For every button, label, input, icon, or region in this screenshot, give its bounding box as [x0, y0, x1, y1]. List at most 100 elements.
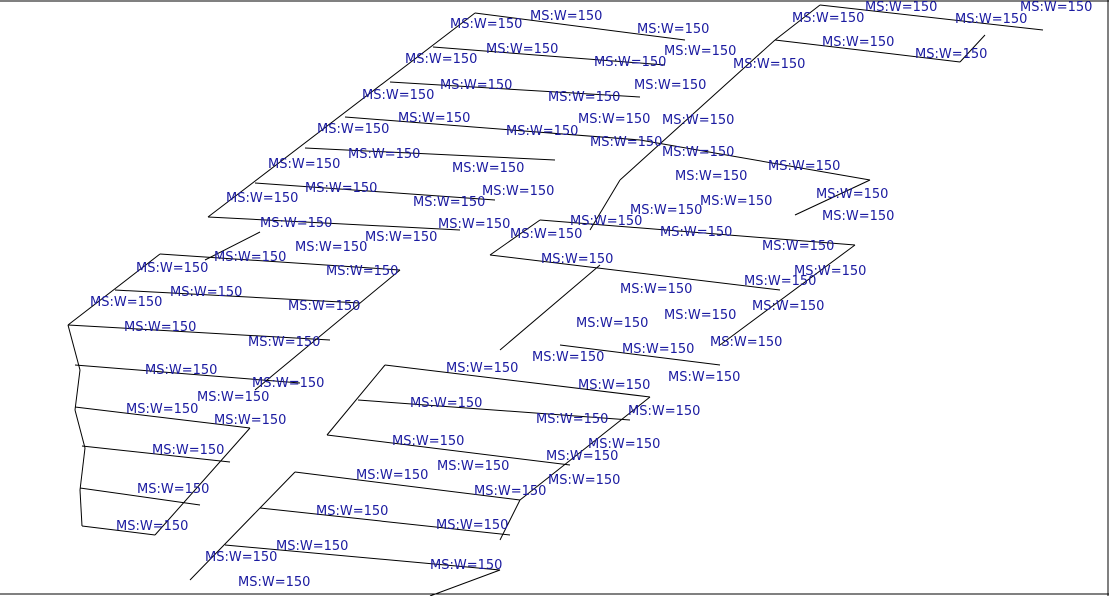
wire-segment	[474, 12, 686, 41]
weight-label: MS:W=150	[405, 52, 477, 67]
wire-segment	[159, 253, 401, 271]
wire-segment	[67, 324, 331, 341]
weight-label: MS:W=150	[578, 112, 650, 127]
wire-segment	[774, 4, 821, 41]
weight-label: MS:W=150	[675, 169, 747, 184]
weight-label: MS:W=150	[170, 285, 242, 300]
weight-label: MS:W=150	[305, 181, 377, 196]
weight-label: MS:W=150	[792, 11, 864, 26]
wire-segment	[254, 182, 496, 201]
weight-label: MS:W=150	[226, 191, 298, 206]
wire-segment	[559, 344, 721, 366]
wire-segment	[81, 525, 156, 536]
weight-label: MS:W=150	[664, 308, 736, 323]
wire-segment	[489, 254, 781, 291]
weight-label: MS:W=150	[124, 320, 196, 335]
wire-segment	[384, 364, 651, 398]
wire-segment	[959, 34, 986, 63]
weight-label: MS:W=150	[137, 482, 209, 497]
weight-label: MS:W=150	[430, 558, 502, 573]
wire-segment	[74, 364, 301, 384]
wire-segment	[294, 471, 521, 501]
wire-segment	[207, 216, 461, 231]
wire-segment	[207, 12, 476, 218]
wire-segment	[539, 219, 856, 246]
weight-label: MS:W=150	[152, 443, 224, 458]
weight-label: MS:W=150	[822, 35, 894, 50]
weight-label: MS:W=150	[668, 370, 740, 385]
weight-label: MS:W=150	[710, 335, 782, 350]
weight-label: MS:W=150	[628, 404, 700, 419]
weight-label: MS:W=150	[260, 216, 332, 231]
weight-label: MS:W=150	[744, 274, 816, 289]
weight-label: MS:W=150	[214, 250, 286, 265]
weight-label: MS:W=150	[662, 145, 734, 160]
weight-label: MS:W=150	[660, 225, 732, 240]
weight-label: MS:W=150	[326, 264, 398, 279]
weight-label: MS:W=150	[532, 350, 604, 365]
weight-label: MS:W=150	[268, 157, 340, 172]
weight-label: MS:W=150	[536, 412, 608, 427]
weight-label: MS:W=150	[252, 376, 324, 391]
wire-segment	[499, 264, 601, 351]
weight-label: MS:W=150	[398, 111, 470, 126]
weight-label: MS:W=150	[822, 209, 894, 224]
weight-label: MS:W=150	[248, 335, 320, 350]
wire-segment	[719, 244, 856, 346]
weight-label: MS:W=150	[450, 17, 522, 32]
weight-label: MS:W=150	[288, 299, 360, 314]
weight-label: MS:W=150	[794, 264, 866, 279]
weight-label: MS:W=150	[356, 468, 428, 483]
weight-label: MS:W=150	[438, 217, 510, 232]
wire-segment	[489, 219, 541, 256]
wire-segment	[429, 569, 501, 596]
wire-segment	[819, 4, 1044, 31]
weight-label: MS:W=150	[700, 194, 772, 209]
wire-segment	[326, 434, 571, 466]
weight-label: MS:W=150	[620, 282, 692, 297]
weight-label: MS:W=150	[214, 413, 286, 428]
weight-label: MS:W=150	[295, 240, 367, 255]
weight-label: MS:W=150	[238, 575, 310, 590]
weight-label: MS:W=150	[915, 47, 987, 62]
weight-label: MS:W=150	[578, 378, 650, 393]
weight-label: MS:W=150	[348, 147, 420, 162]
weight-label: MS:W=150	[548, 90, 620, 105]
weight-label: MS:W=150	[662, 113, 734, 128]
weight-label: MS:W=150	[590, 135, 662, 150]
weight-label: MS:W=150	[446, 361, 518, 376]
weight-label: MS:W=150	[530, 9, 602, 24]
weight-label: MS:W=150	[474, 484, 546, 499]
wire-segment	[114, 289, 361, 304]
wire-segment	[499, 499, 521, 541]
weight-label: MS:W=150	[365, 230, 437, 245]
weight-label: MS:W=150	[413, 195, 485, 210]
weight-label: MS:W=150	[145, 363, 217, 378]
wire-segment	[189, 471, 296, 581]
weight-label: MS:W=150	[116, 519, 188, 534]
wire-segment	[774, 39, 961, 63]
weight-label: MS:W=150	[506, 124, 578, 139]
weight-label: MS:W=150	[664, 44, 736, 59]
wire-segment	[389, 81, 641, 98]
wire-segment	[224, 544, 501, 571]
wire-segment	[619, 39, 776, 181]
weight-label: MS:W=150	[816, 187, 888, 202]
wire-segment	[357, 399, 631, 421]
wire-segment	[344, 116, 641, 141]
weight-label: MS:W=150	[437, 459, 509, 474]
wire-segment	[79, 489, 83, 527]
weight-label: MS:W=150	[570, 214, 642, 229]
wire-segment	[254, 269, 401, 391]
wire-segment	[67, 253, 161, 326]
weight-label: MS:W=150	[637, 22, 709, 37]
weight-label: MS:W=150	[762, 239, 834, 254]
weight-label: MS:W=150	[548, 473, 620, 488]
wire-segment	[67, 324, 81, 371]
weight-label: MS:W=150	[392, 434, 464, 449]
wire-segment	[154, 427, 251, 536]
weight-label: MS:W=150	[541, 252, 613, 267]
wire-segment	[259, 507, 511, 536]
weight-label: MS:W=150	[136, 261, 208, 276]
